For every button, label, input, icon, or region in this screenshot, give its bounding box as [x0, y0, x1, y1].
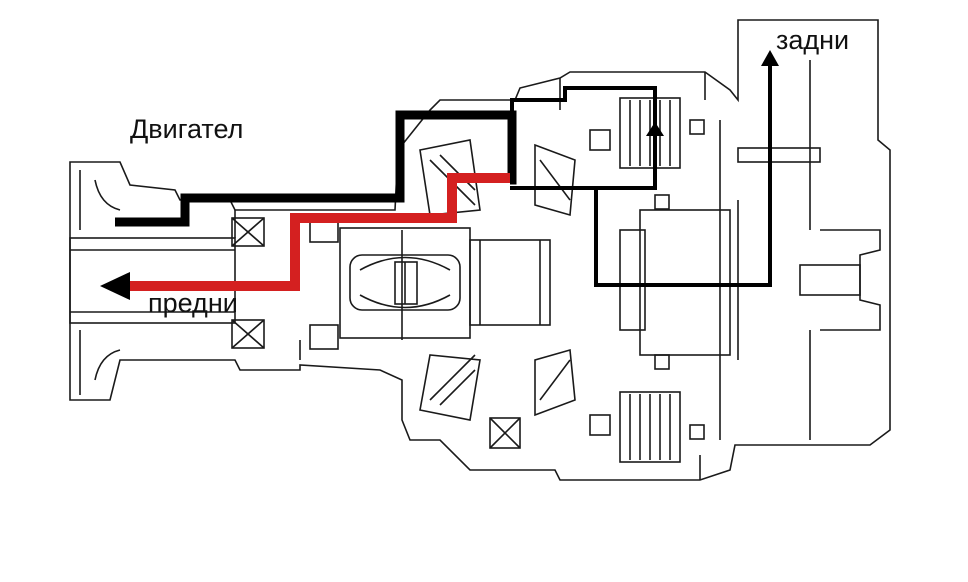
front-power-path — [128, 173, 510, 291]
front-label: предни — [148, 288, 238, 318]
rear-label: задни — [776, 25, 850, 55]
housing-line-art — [69, 19, 891, 481]
power-flow-paths — [100, 50, 779, 300]
rear-power-path — [510, 86, 657, 190]
rear-output-path — [594, 62, 772, 287]
front-output-arrow — [100, 272, 130, 300]
clutch-arrow — [646, 122, 664, 136]
engine-label: Двигател — [130, 114, 244, 144]
rear-output-arrow — [761, 50, 779, 66]
